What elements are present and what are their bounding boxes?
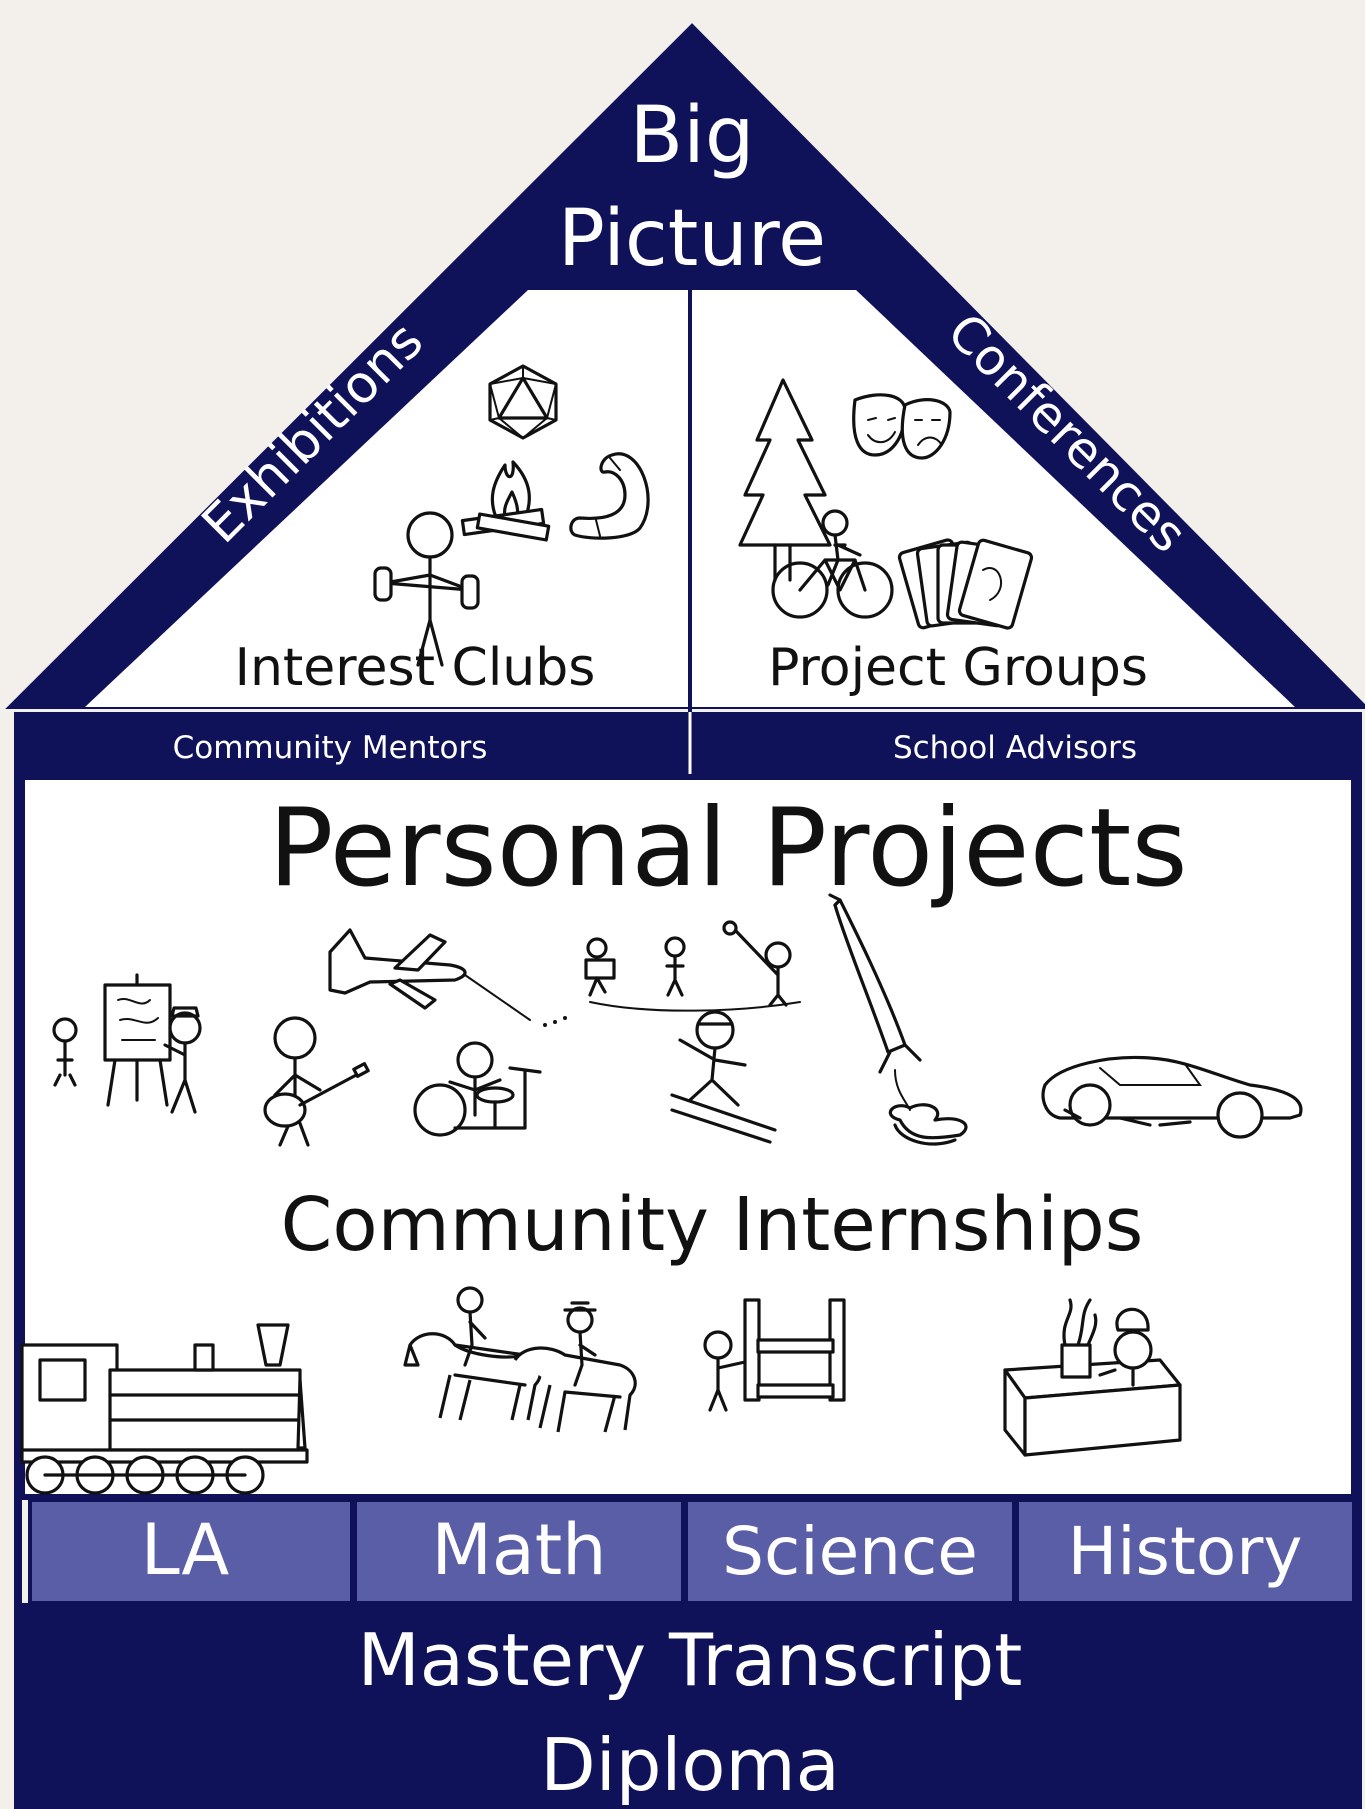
rocket-icon — [828, 893, 968, 1146]
horse-riders-icon — [403, 1286, 637, 1433]
subject-science-label: Science — [722, 1513, 978, 1590]
campfire-icon — [460, 460, 551, 542]
boomerang-icon — [569, 452, 650, 540]
theater-masks-icon — [852, 393, 952, 460]
carpenter-icon — [703, 1298, 846, 1412]
guitarist-icon — [263, 1016, 370, 1147]
mastery-transcript-label: Mastery Transcript — [358, 1618, 1023, 1702]
chef-icon — [1003, 1298, 1182, 1457]
subject-history-label: History — [1068, 1513, 1303, 1590]
car-repair-icon — [1041, 1055, 1303, 1139]
left-wall — [14, 712, 22, 1809]
community-mentors-label: Community Mentors — [173, 730, 488, 766]
subject-la-label: LA — [141, 1509, 230, 1591]
skier-icon — [670, 1010, 777, 1144]
subjects-row: LA Math Science History — [28, 1498, 1356, 1605]
community-internships-heading: Community Internships — [281, 1182, 1144, 1268]
subject-block-history — [1015, 1498, 1356, 1605]
school-advisors-label: School Advisors — [893, 730, 1137, 766]
project-groups-label: Project Groups — [768, 638, 1148, 698]
subject-block-math — [353, 1498, 685, 1605]
interest-clubs-label: Interest Clubs — [235, 638, 596, 698]
right-wall — [1354, 712, 1362, 1809]
painter-icon — [52, 973, 202, 1114]
airplane-icon — [328, 928, 567, 1027]
filmmaker-icon — [584, 920, 801, 1012]
support-band — [22, 712, 1354, 777]
steam-train-icon — [20, 1323, 309, 1495]
weightlifter-icon — [373, 511, 480, 667]
big-picture-line2: Picture — [558, 194, 826, 284]
cyclist-icon — [771, 509, 894, 619]
subject-math-label: Math — [431, 1509, 606, 1591]
big-picture-line1: Big — [630, 91, 755, 181]
personal-projects-heading: Personal Projects — [268, 786, 1187, 911]
diploma-label: Diploma — [540, 1723, 839, 1807]
foundation-block — [22, 1603, 1354, 1809]
playing-cards-icon — [897, 538, 1034, 630]
pine-tree-icon — [738, 378, 832, 582]
drummer-icon — [413, 1041, 542, 1137]
d20-dice-icon — [488, 364, 558, 440]
